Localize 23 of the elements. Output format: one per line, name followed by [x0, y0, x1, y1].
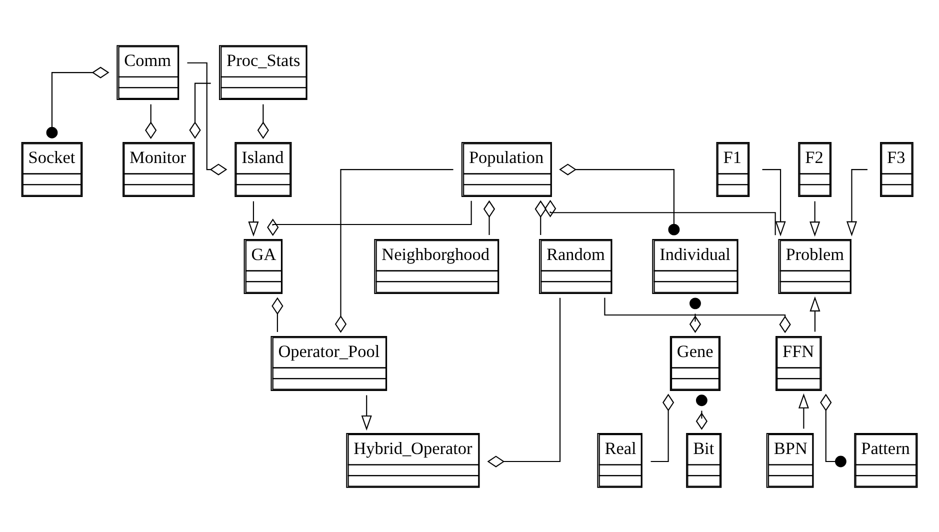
connector — [267, 200, 472, 236]
connector — [534, 200, 546, 234]
connector — [487, 297, 561, 467]
connector — [257, 104, 269, 138]
connector — [559, 163, 680, 235]
connector — [189, 82, 211, 138]
connector — [650, 393, 674, 462]
connector — [187, 62, 228, 175]
arrow — [810, 296, 820, 332]
connector — [604, 297, 791, 333]
arrow — [846, 168, 868, 236]
connector — [334, 168, 454, 332]
connector — [46, 66, 110, 138]
arrow — [810, 200, 820, 236]
connector — [820, 393, 846, 467]
connector — [272, 296, 284, 332]
arrow — [762, 168, 786, 236]
connector — [145, 104, 157, 138]
connector — [483, 200, 496, 234]
arrow — [248, 200, 259, 236]
connector — [544, 199, 776, 235]
arrow — [798, 392, 809, 428]
arrow — [361, 394, 372, 430]
